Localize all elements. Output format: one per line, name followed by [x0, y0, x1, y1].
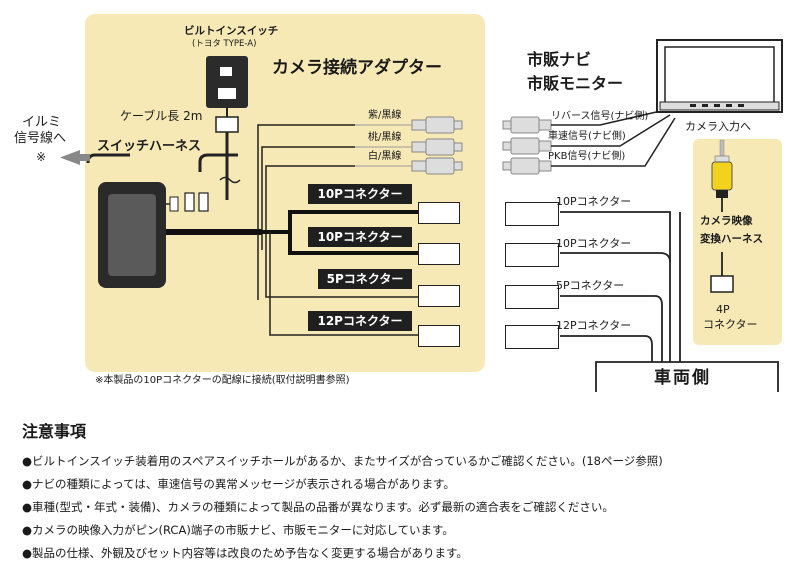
adapter-connector-tag-2: 10Pコネクター: [308, 227, 412, 247]
builtin-switch-label: ビルトインスイッチ: [184, 25, 279, 37]
vehicle-side-label: 車両側: [654, 368, 711, 388]
illumi-label-2: 信号線へ: [14, 131, 67, 146]
illumi-mark: ※: [36, 150, 47, 164]
adapter-footnote: ※本製品の10Pコネクターの配線に接続(取付説明書参照): [95, 375, 350, 386]
vehicle-connector-label-3: 5Pコネクター: [556, 279, 625, 292]
wire-label-pink: 桃/黒線: [368, 132, 402, 143]
note-item-1: ●ビルトインスイッチ装着用のスペアスイッチホールがあるか、またサイズが合っている…: [22, 454, 663, 468]
camera-harness-title-1: カメラ映像: [700, 215, 753, 227]
camera-input-label: カメラ入力へ: [685, 120, 751, 133]
wire-label-purple: 紫/黒線: [368, 110, 402, 121]
note-item-5: ●製品の仕様、外観及びセット内容等は改良のため予告なく変更する場合があります。: [22, 546, 468, 560]
switch-button-bottom: [218, 88, 236, 99]
switch-connector: [215, 116, 239, 133]
pkb-signal-label: PKB信号(ナビ側): [548, 151, 626, 162]
notes-heading: 注意事項: [22, 422, 87, 441]
4p-connector-label-2: コネクター: [703, 318, 758, 331]
harness-connector-2: [198, 192, 209, 212]
builtin-switch: [206, 56, 248, 108]
adapter-connector-tag-1: 10Pコネクター: [308, 184, 412, 204]
rca-plug: [711, 161, 733, 191]
adapter-connector-tag-3: 5Pコネクター: [318, 269, 412, 289]
illumi-arrow: [60, 150, 90, 165]
vehicle-connector-label-4: 12Pコネクター: [556, 319, 632, 332]
vehicle-10p-connector-2: [505, 243, 559, 267]
vehicle-box: [595, 361, 779, 392]
note-item-4: ●カメラの映像入力がピン(RCA)端子の市販ナビ、市販モニターに対応しています。: [22, 523, 454, 537]
wire-label-white: 白/黒線: [368, 151, 402, 162]
vehicle-10p-connector-1: [505, 202, 559, 226]
adapter-12p-connector: [418, 325, 460, 347]
nav-title-2: 市販モニター: [527, 74, 624, 93]
note-item-3: ●車種(型式・年式・装備)、カメラの種類によって製品の品番が異なります。必ず最新…: [22, 500, 614, 514]
vehicle-connector-label-1: 10Pコネクター: [556, 195, 632, 208]
cable-length-label: ケーブル長 2m: [120, 109, 203, 123]
4p-connector-label-1: 4P: [716, 303, 730, 316]
harness-connector: [184, 192, 195, 212]
note-item-2: ●ナビの種類によっては、車速信号の異常メッセージが表示される場合があります。: [22, 477, 455, 491]
illumi-label-1: イルミ: [22, 115, 62, 130]
camera-harness-title-2: 変換ハーネス: [700, 233, 763, 245]
switch-harness-label: スイッチハーネス: [97, 139, 202, 154]
reverse-signal-label: リバース信号(ナビ側): [551, 111, 649, 122]
camera-harness-panel: [693, 139, 782, 345]
speed-signal-label: 車速信号(ナビ側): [548, 131, 626, 142]
switch-button-top: [220, 67, 232, 76]
nav-title-1: 市販ナビ: [527, 50, 592, 69]
4p-connector: [710, 275, 734, 293]
adapter-10p-connector-2: [418, 243, 460, 265]
builtin-switch-model: (トヨタ TYPE-A): [192, 39, 257, 49]
adapter-10p-connector-1: [418, 202, 460, 224]
adapter-title: カメラ接続アダプター: [272, 58, 442, 78]
adapter-5p-connector: [418, 285, 460, 307]
vehicle-5p-connector: [505, 285, 559, 309]
vehicle-12p-connector: [505, 325, 559, 349]
adapter-connector-tag-4: 12Pコネクター: [308, 311, 412, 331]
vehicle-connector-label-2: 10Pコネクター: [556, 237, 632, 250]
